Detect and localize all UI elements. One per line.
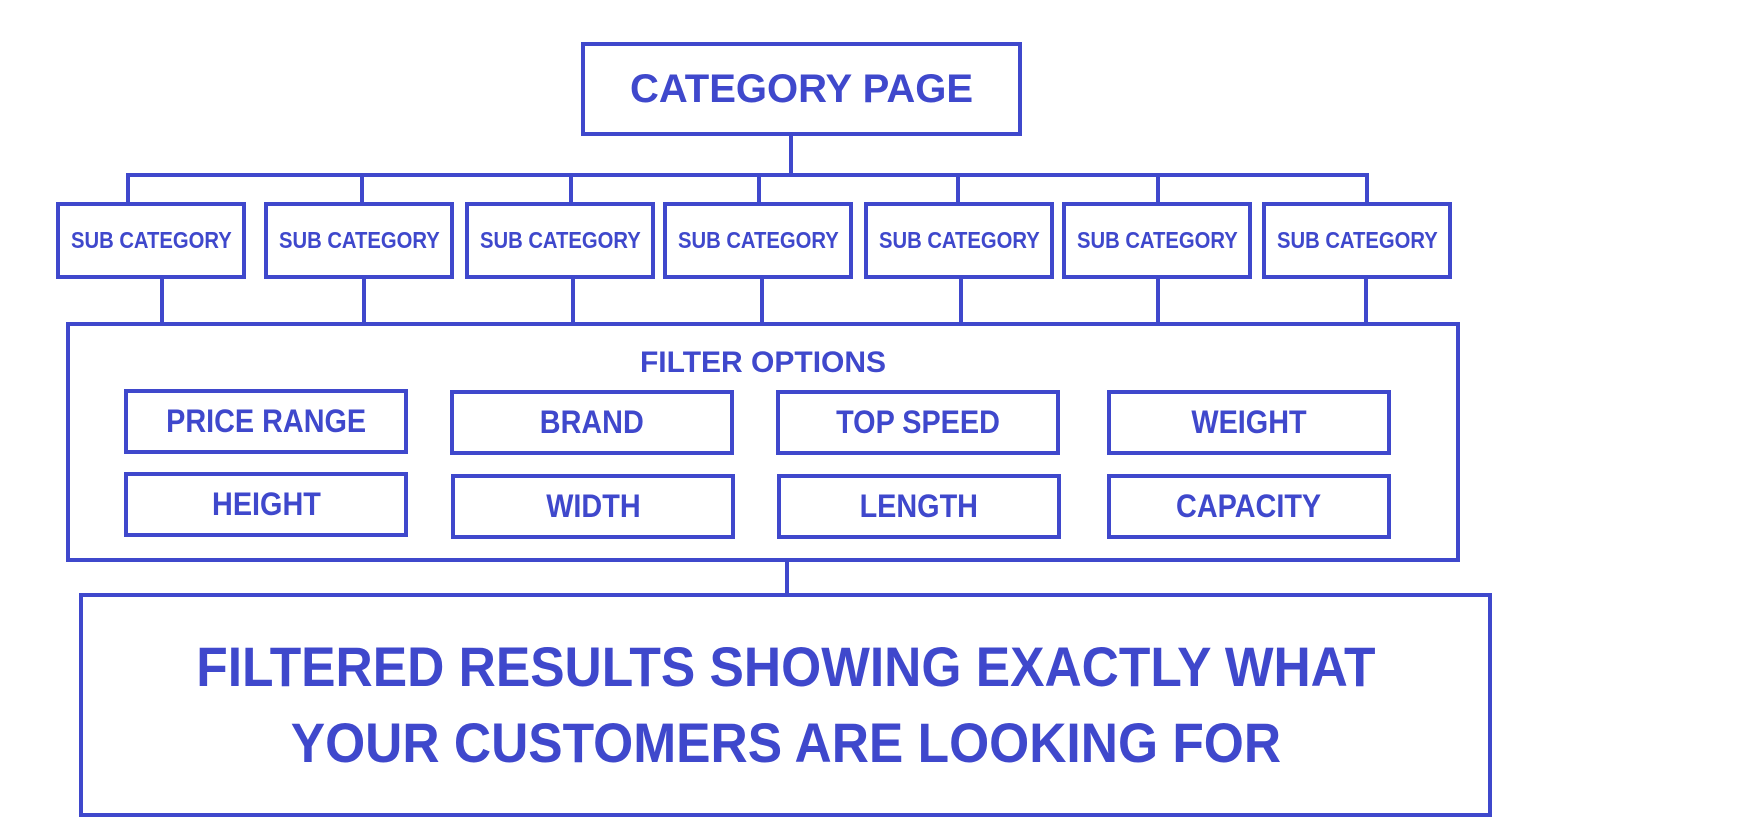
connector-subcategory-3 (569, 173, 573, 203)
category-page-box: CATEGORY PAGE (581, 42, 1022, 136)
sub-category-box-4: SUB CATEGORY (663, 202, 853, 279)
sub-category-box-5: SUB CATEGORY (864, 202, 1054, 279)
connector-subcategory-bus (126, 173, 1369, 177)
filter-option-label: PRICE RANGE (165, 403, 367, 439)
filter-option-width: WIDTH (451, 474, 735, 539)
filter-option-price-range: PRICE RANGE (124, 389, 408, 454)
filter-option-weight: WEIGHT (1107, 390, 1391, 455)
sub-category-box-2: SUB CATEGORY (264, 202, 454, 279)
connector-subcategory-7 (1365, 173, 1369, 203)
filter-options-title: FILTER OPTIONS (639, 346, 887, 379)
connector-subcategory-6 (1156, 173, 1160, 203)
filtered-results-text: FILTERED RESULTS SHOWING EXACTLY WHAT YO… (196, 629, 1375, 781)
connector-sub-to-filter-5 (959, 278, 963, 326)
sub-category-label: SUB CATEGORY (278, 227, 440, 253)
sub-category-label: SUB CATEGORY (677, 227, 839, 253)
connector-subcategory-1 (126, 173, 130, 203)
connector-subcategory-5 (956, 173, 960, 203)
sub-category-label: SUB CATEGORY (70, 227, 232, 253)
connector-sub-to-filter-3 (571, 278, 575, 326)
connector-sub-to-filter-2 (362, 278, 366, 326)
filter-option-label: LENGTH (859, 488, 979, 524)
connector-filter-to-result (785, 560, 789, 596)
sub-category-label: SUB CATEGORY (1276, 227, 1438, 253)
connector-subcategory-2 (360, 173, 364, 203)
sub-category-label: SUB CATEGORY (878, 227, 1040, 253)
filtered-results-box: FILTERED RESULTS SHOWING EXACTLY WHAT YO… (79, 593, 1492, 817)
filter-option-label: HEIGHT (211, 486, 321, 522)
filter-option-label: WEIGHT (1191, 404, 1307, 440)
connector-sub-to-filter-1 (160, 278, 164, 326)
filtered-results-line-2: YOUR CUSTOMERS ARE LOOKING FOR (290, 711, 1281, 774)
sub-category-label: SUB CATEGORY (1076, 227, 1238, 253)
sub-category-box-6: SUB CATEGORY (1062, 202, 1252, 279)
connector-category-down (789, 134, 793, 176)
connector-sub-to-filter-6 (1156, 278, 1160, 326)
filter-option-capacity: CAPACITY (1107, 474, 1391, 539)
filter-option-label: BRAND (539, 404, 644, 440)
filter-option-brand: BRAND (450, 390, 734, 455)
sub-category-box-7: SUB CATEGORY (1262, 202, 1452, 279)
connector-sub-to-filter-7 (1364, 278, 1368, 326)
filter-option-label: TOP SPEED (836, 404, 1000, 440)
connector-subcategory-4 (757, 173, 761, 203)
filter-option-length: LENGTH (777, 474, 1061, 539)
filter-option-height: HEIGHT (124, 472, 408, 537)
connector-sub-to-filter-4 (760, 278, 764, 326)
filtered-results-line-1: FILTERED RESULTS SHOWING EXACTLY WHAT (195, 635, 1376, 698)
filter-option-label: CAPACITY (1176, 488, 1322, 524)
sub-category-label: SUB CATEGORY (479, 227, 641, 253)
category-page-title: CATEGORY PAGE (629, 66, 973, 111)
sub-category-box-1: SUB CATEGORY (56, 202, 246, 279)
sub-category-box-3: SUB CATEGORY (465, 202, 655, 279)
filter-option-label: WIDTH (545, 488, 641, 524)
filter-option-top-speed: TOP SPEED (776, 390, 1060, 455)
